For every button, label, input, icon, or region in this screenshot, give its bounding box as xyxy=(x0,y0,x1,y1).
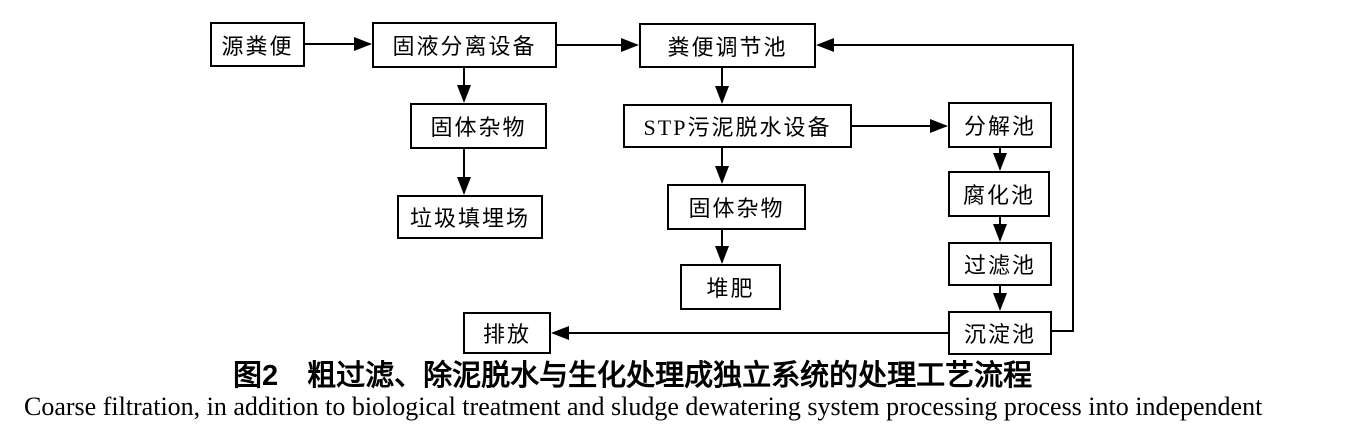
node-source: 源粪便 xyxy=(210,22,305,67)
node-septic-tank: 腐化池 xyxy=(948,171,1050,217)
figure-caption-chinese: 图2 粗过滤、除泥脱水与生化处理成独立系统的处理工艺流程 xyxy=(233,360,1033,392)
node-solid-waste-left: 固体杂物 xyxy=(410,103,547,149)
node-separator: 固液分离设备 xyxy=(372,22,557,68)
node-discharge: 排放 xyxy=(463,312,551,354)
node-compost: 堆肥 xyxy=(680,264,781,310)
arrow-layer xyxy=(305,37,1074,340)
node-stp-dewatering: STP污泥脱水设备 xyxy=(623,104,852,148)
flow-arrow-sedimentation-tank-to-regulating-tank xyxy=(816,38,1074,332)
node-decomposition-tank: 分解池 xyxy=(948,102,1052,148)
node-filter-tank: 过滤池 xyxy=(948,242,1052,286)
node-sedimentation-tank: 沉淀池 xyxy=(948,311,1052,355)
node-solid-waste-mid: 固体杂物 xyxy=(667,184,806,230)
node-landfill: 垃圾填埋场 xyxy=(397,195,543,239)
node-regulating-tank: 粪便调节池 xyxy=(639,23,816,68)
figure-caption-english: Coarse filtration, in addition to biolog… xyxy=(24,392,1263,421)
